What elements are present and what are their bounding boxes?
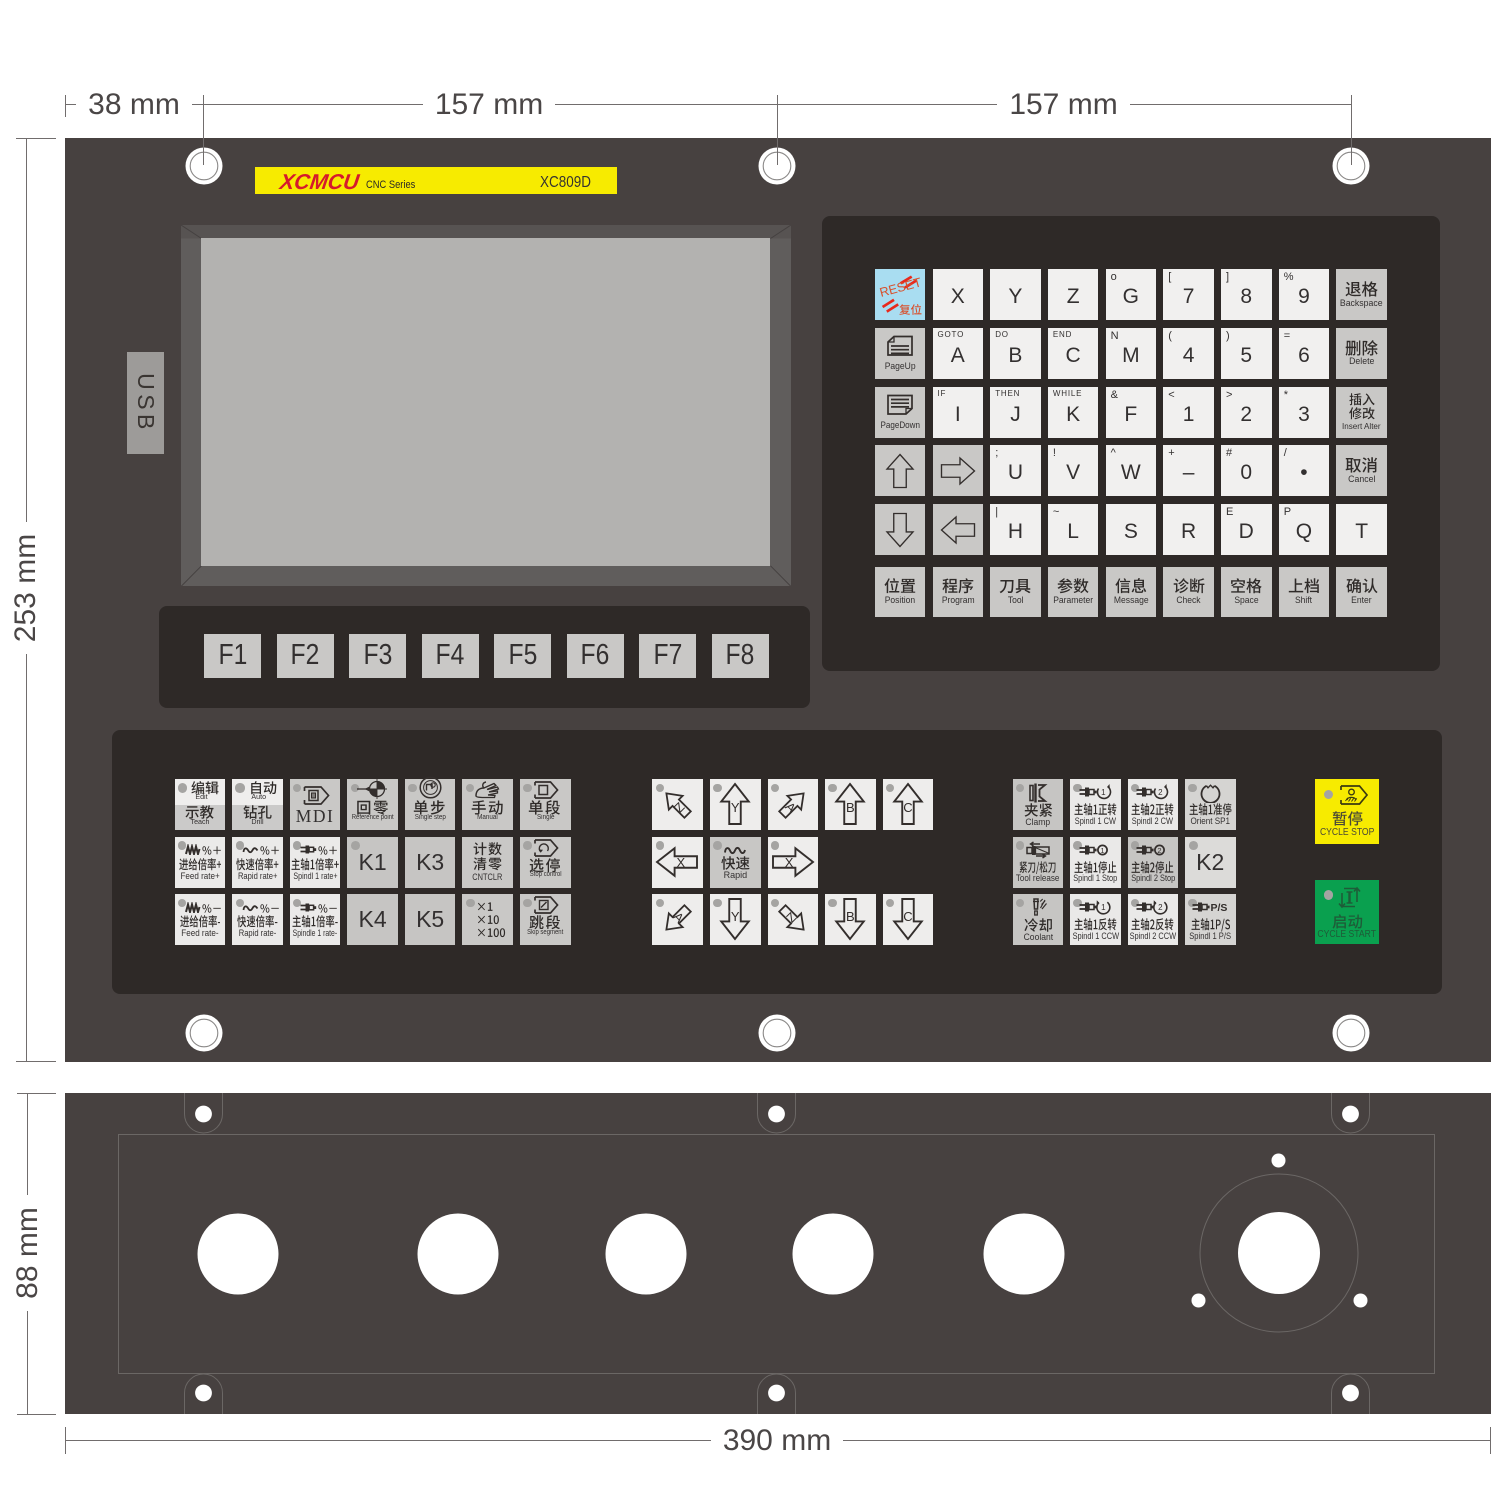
- svg-text:1: 1: [1101, 788, 1106, 797]
- svg-text:1: 1: [1100, 845, 1104, 854]
- svg-text:1: 1: [1101, 903, 1106, 912]
- svg-text:2: 2: [1158, 788, 1163, 797]
- svg-text:RESET: RESET: [878, 275, 923, 301]
- svg-text:P/S: P/S: [1211, 902, 1228, 914]
- svg-text:2: 2: [1158, 903, 1163, 912]
- svg-text:2: 2: [1158, 845, 1162, 854]
